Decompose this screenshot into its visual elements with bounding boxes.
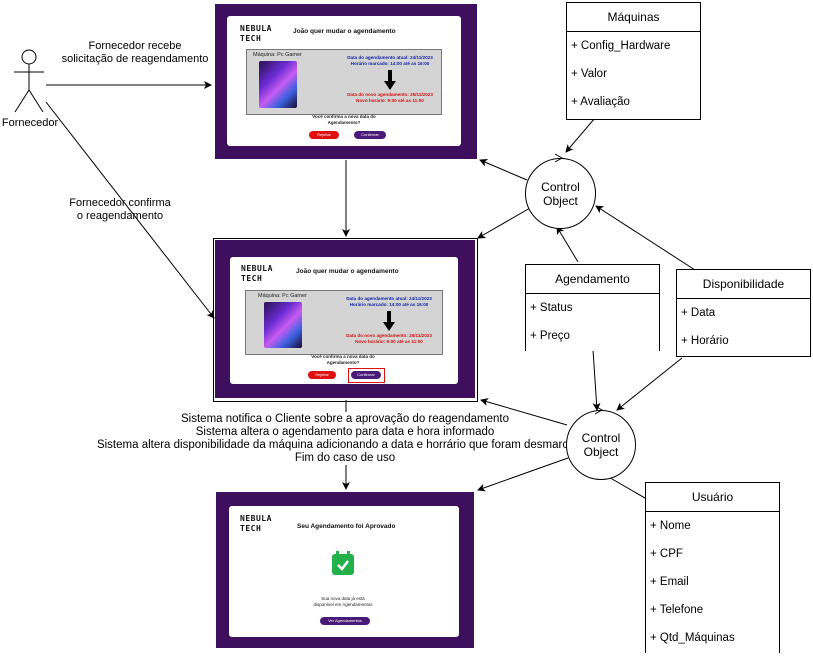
- request-panel: Máquina: Pc Gamer Data do agendamento at…: [246, 49, 442, 115]
- actor-figure: [14, 49, 44, 113]
- nebula-logo: NEBULA TECH: [240, 24, 272, 43]
- system-step: Sistema altera o agendamento para data e…: [195, 426, 495, 438]
- confirm-button-highlight: [348, 368, 385, 383]
- request-panel: Máquina: Pc Gamer Data do agendamento at…: [245, 290, 443, 355]
- class-name: Usuário: [646, 483, 779, 512]
- view-schedules-button[interactable]: Ver Agendamentos: [320, 617, 370, 625]
- confirm-question: Você confirma a nova data do Agendamento…: [312, 114, 376, 125]
- class-attribute: + Nome: [650, 520, 691, 532]
- machine-label: Máquina: Pc Gamer: [258, 293, 307, 299]
- reject-button[interactable]: Rejeitar: [308, 371, 336, 379]
- nebula-logo: NEBULA TECH: [240, 514, 272, 533]
- class-agendamento: Agendamento + Status + Preço: [525, 264, 660, 351]
- screen-confirm-frame: NEBULA TECH João quer mudar o agendament…: [215, 240, 475, 398]
- confirm-button[interactable]: Confirmar: [351, 371, 381, 379]
- approved-message: Sua nova data já está disponível em Agen…: [313, 596, 373, 607]
- control-object-label: Control Object: [541, 179, 580, 208]
- screen-approved: NEBULA TECH Seu Agendamento foi Aprovado…: [229, 506, 459, 637]
- arrow-down-icon: [383, 311, 395, 331]
- screen-request-frame: NEBULA TECH João quer mudar o agendament…: [215, 4, 477, 159]
- system-step: Sistema altera disponibilidade da máquin…: [96, 439, 594, 451]
- confirm-question: Você confirma a nova data do Agendamento…: [311, 354, 375, 365]
- class-attribute: + Telefone: [650, 604, 704, 616]
- class-attribute: + Email: [650, 576, 689, 588]
- class-attribute: + Horário: [681, 335, 729, 347]
- current-schedule-text: Data do agendamento atual: 24/11/2023 Ho…: [346, 296, 432, 307]
- class-attribute: + Data: [681, 307, 716, 319]
- system-steps: Sistema notifica o Cliente sobre a aprov…: [40, 413, 650, 465]
- control-object-2: Control Object: [566, 410, 636, 480]
- pc-gamer-image: [264, 302, 302, 348]
- class-attribute: + Valor: [571, 68, 607, 80]
- confirm-button[interactable]: Confirmar: [354, 131, 386, 139]
- screen-title: Seu Agendamento foi Aprovado: [297, 523, 396, 530]
- screen-title: João quer mudar o agendamento: [296, 268, 399, 275]
- system-step: Fim do caso de uso: [294, 452, 396, 464]
- class-attribute: + Config_Hardware: [571, 40, 671, 52]
- screen-approved-frame: NEBULA TECH Seu Agendamento foi Aprovado…: [216, 492, 474, 648]
- new-schedule-text: Data do novo agendamento: 25/11/2023 Nov…: [346, 333, 432, 344]
- current-schedule-text: Data do agendamento atual: 24/11/2023 Ho…: [347, 55, 433, 66]
- class-attribute: + Preço: [530, 330, 570, 342]
- arrow-down-icon: [384, 70, 396, 90]
- confirms-label: Fornecedor confirma o reagendamento: [69, 197, 171, 222]
- control-object-1: Control Object: [525, 158, 596, 229]
- machine-label: Máquina: Pc Gamer: [253, 52, 302, 58]
- actor-label: Fornecedor: [1, 117, 59, 129]
- calendar-check-icon: [332, 551, 354, 575]
- screen-request: NEBULA TECH João quer mudar o agendament…: [227, 16, 461, 146]
- control-arrow-icon: [554, 153, 564, 163]
- pc-gamer-image: [259, 61, 297, 108]
- class-attribute: + CPF: [650, 548, 683, 560]
- class-name: Máquinas: [567, 3, 700, 32]
- class-usuario: Usuário + Nome + CPF + Email + Telefone …: [645, 482, 780, 653]
- nebula-logo: NEBULA TECH: [241, 264, 273, 283]
- control-object-label: Control Object: [581, 431, 621, 459]
- class-attribute: + Avaliação: [571, 96, 630, 108]
- class-maquinas: Máquinas + Config_Hardware + Valor + Ava…: [566, 2, 701, 120]
- new-schedule-text: Data do novo agendamento: 25/11/2023 Nov…: [347, 92, 433, 103]
- screen-confirm-border: [213, 238, 478, 402]
- receives-label: Fornecedor recebe solicitação de reagend…: [61, 40, 209, 65]
- reject-button[interactable]: Rejeitar: [309, 131, 339, 139]
- screen-confirm: NEBULA TECH João quer mudar o agendament…: [230, 257, 458, 384]
- class-attribute: + Qtd_Máquinas: [650, 632, 735, 644]
- class-name: Agendamento: [526, 265, 659, 294]
- system-step: Sistema notifica o Cliente sobre a aprov…: [181, 413, 509, 425]
- class-name: Disponibilidade: [677, 270, 810, 299]
- screen-title: João quer mudar o agendamento: [293, 28, 396, 35]
- class-disponibilidade: Disponibilidade + Data + Horário: [676, 269, 811, 357]
- control-arrow-icon: [594, 405, 604, 415]
- class-attribute: + Status: [530, 302, 573, 314]
